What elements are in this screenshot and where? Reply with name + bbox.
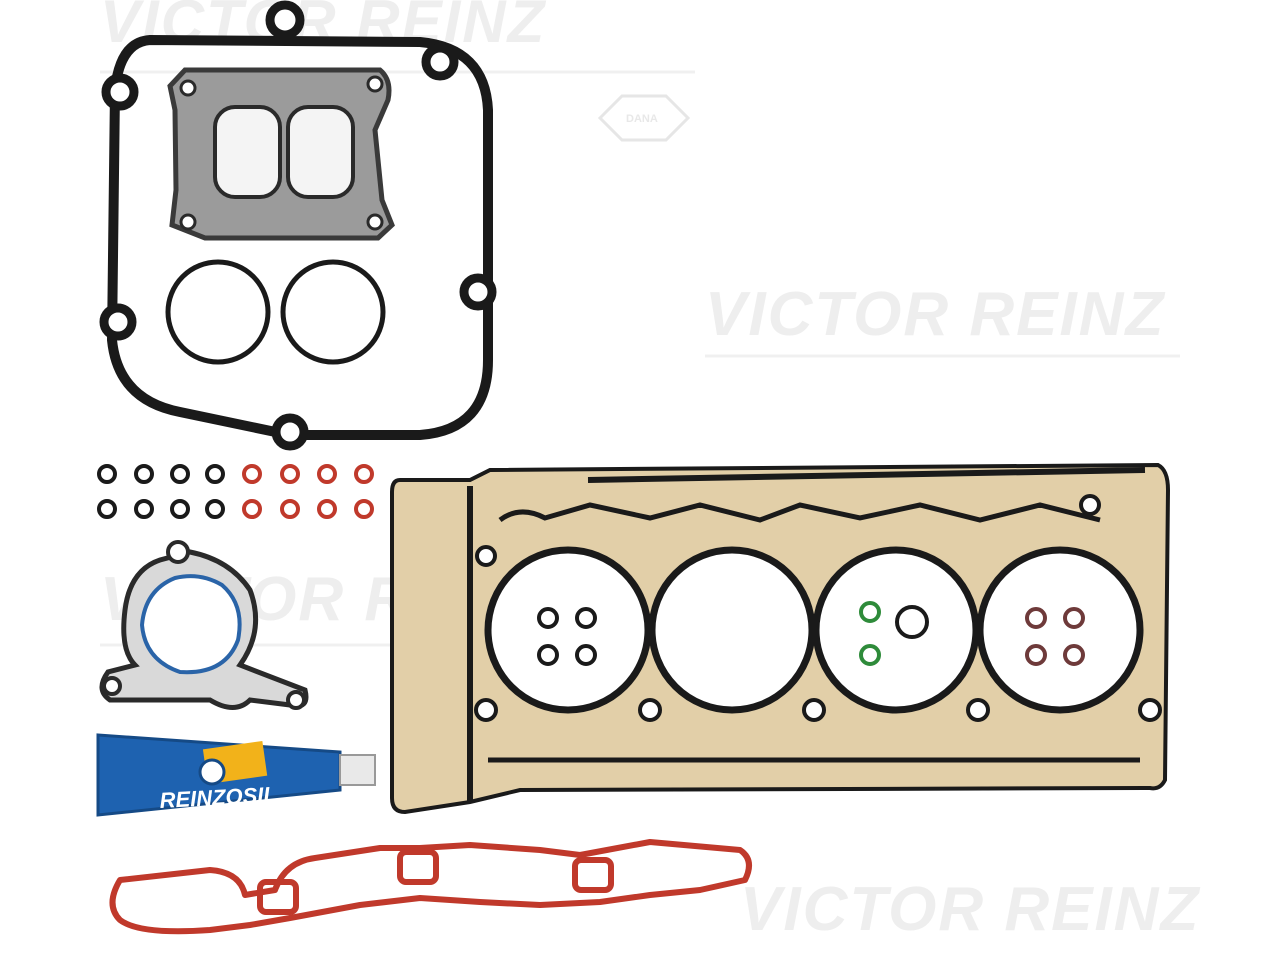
exhaust-flange-gasket [167, 67, 395, 241]
tube-cap [339, 754, 376, 786]
gasket-bead [139, 574, 242, 675]
bolt-lug [271, 413, 309, 451]
watermark-text: VICTOR REINZ [740, 875, 1200, 944]
valve-stem-seal [280, 464, 300, 484]
bore-small-seals [537, 601, 1085, 666]
cylinder-head-gasket [390, 462, 1171, 815]
valve-stem-seal [97, 499, 117, 519]
valve-stem-seal [242, 499, 262, 519]
valve-stem-seal [242, 464, 262, 484]
brown-seal [1063, 607, 1085, 629]
bolt-hole [366, 75, 384, 93]
gasket-outline [109, 839, 752, 935]
valve-stem-seal [354, 499, 374, 519]
valve-stem-seal [317, 464, 337, 484]
valve-cover-gasket [99, 0, 497, 451]
bolt-hole [638, 698, 662, 722]
dana-badge-outline [597, 94, 691, 142]
valve-stem-seal [205, 499, 225, 519]
valve-stem-seal [317, 499, 337, 519]
bolt-hole [1138, 698, 1162, 722]
small-seal [575, 607, 597, 629]
bolt-lug [421, 43, 459, 81]
small-seal [575, 644, 597, 666]
bolt-hole [102, 676, 122, 696]
watermark-text: VICTOR REINZ [705, 280, 1165, 349]
bolt-lug [265, 0, 305, 40]
brown-seal [1063, 644, 1085, 666]
valve-stem-seal [134, 464, 154, 484]
large-o-rings [165, 259, 386, 365]
valve-stem-seals [97, 464, 374, 519]
bolt-hole [179, 213, 197, 231]
gasket-port [257, 879, 299, 915]
bolt-hole [475, 545, 497, 567]
port-opening [286, 105, 355, 199]
bolt-hole [474, 698, 498, 722]
bolt-lug [101, 73, 139, 111]
watermark-bottom-right: VICTOR REINZ [740, 875, 1200, 944]
valve-stem-seal [170, 499, 190, 519]
bolt-hole [1079, 494, 1101, 516]
intake-manifold-gasket [109, 839, 752, 935]
sealant-tube: REINZOSIL [96, 733, 376, 817]
bolt-hole [966, 698, 990, 722]
cylinder-bore [812, 546, 980, 714]
bolt-hole [179, 79, 197, 97]
dana-badge-text: DANA [626, 113, 658, 125]
o-ring [280, 259, 386, 365]
bolt-lug [99, 303, 137, 341]
bolt-lug [459, 273, 497, 311]
gasket-port [572, 857, 614, 893]
valve-stem-seal [354, 464, 374, 484]
dana-badge: DANA [597, 94, 691, 142]
port-opening [213, 105, 282, 199]
cylinder-bore [648, 546, 816, 714]
bolt-hole [366, 213, 384, 231]
gasket-top-bead [587, 467, 1146, 483]
valve-stem-seal [205, 464, 225, 484]
valve-stem-seal [280, 499, 300, 519]
cylinder-bore [976, 546, 1144, 714]
tube-brand: REINZOSIL [159, 782, 277, 813]
bolt-hole [802, 698, 826, 722]
brown-seal [1025, 607, 1047, 629]
green-seal [859, 644, 881, 666]
vacuum-pump-gasket [99, 540, 309, 710]
bolt-hole [166, 540, 190, 564]
valve-stem-seal [97, 464, 117, 484]
cylinder-bore [484, 546, 652, 714]
small-seal [895, 605, 929, 639]
gasket-port [397, 849, 439, 885]
small-seal [537, 607, 559, 629]
watermark-text: VICTOR REINZ [100, 0, 547, 55]
valve-stem-seal [170, 464, 190, 484]
green-seal [859, 601, 881, 623]
bolt-hole [286, 690, 306, 710]
watermark-right-middle: VICTOR REINZ [705, 280, 1180, 358]
small-seal [537, 644, 559, 666]
brown-seal [1025, 644, 1047, 666]
upper-coolant-bead [498, 502, 1101, 523]
o-ring [165, 259, 271, 365]
valve-stem-seal [134, 499, 154, 519]
tube-logo [198, 758, 226, 786]
